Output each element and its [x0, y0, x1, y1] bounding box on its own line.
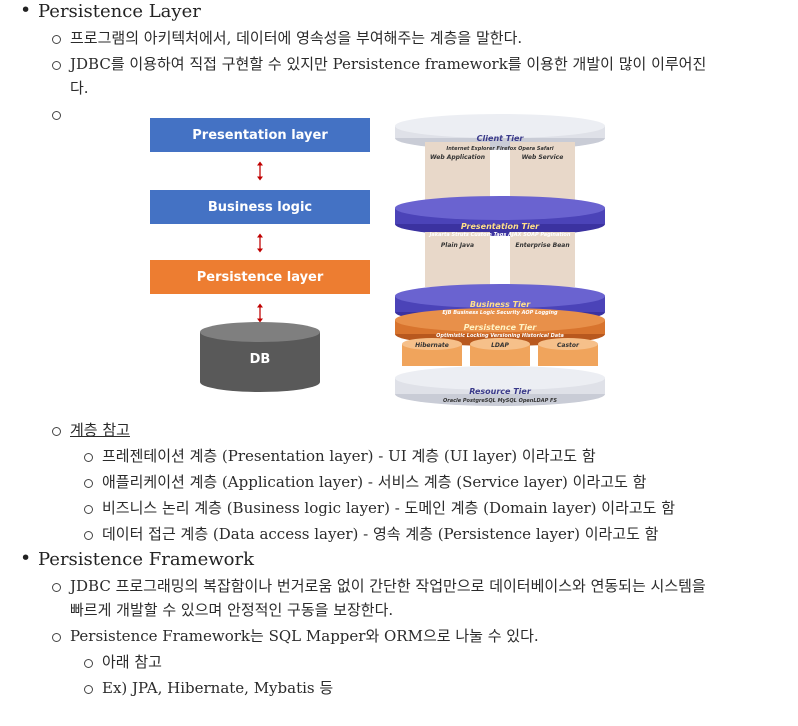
ref-list: 프레젠테이션 계층 (Presentation layer) - UI 계층 (…: [70, 444, 798, 546]
section-persistence-framework: Persistence Framework JDBC 프로그래밍의 복잡함이나 …: [18, 547, 798, 700]
list-item: 데이터 접근 계층 (Data access layer) - 영속 계층 (P…: [70, 522, 798, 546]
section-title: Persistence Layer: [38, 1, 201, 22]
tier-stack-graphic: [395, 114, 605, 406]
list-item: 아래 참고: [70, 650, 798, 674]
database-cylinder: DB: [200, 322, 320, 392]
persistence-layer-box: Persistence layer: [150, 260, 370, 294]
business-logic-box: Business logic: [150, 190, 370, 224]
sub-list: 프로그램의 아키텍처에서, 데이터에 영속성을 부여해주는 계층을 말한다. J…: [38, 26, 798, 546]
double-arrow-icon: [257, 233, 263, 253]
list-item: 프로그램의 아키텍처에서, 데이터에 영속성을 부여해주는 계층을 말한다.: [38, 26, 798, 50]
sub-sub-list: 아래 참고 Ex) JPA, Hibernate, Mybatis 등: [70, 650, 798, 700]
list-item: Ex) JPA, Hibernate, Mybatis 등: [70, 676, 798, 700]
double-arrow-icon: [257, 161, 263, 181]
ref-link[interactable]: 계층 참고: [70, 421, 130, 439]
section-title: Persistence Framework: [38, 549, 255, 570]
list-item: 프레젠테이션 계층 (Presentation layer) - UI 계층 (…: [70, 444, 798, 468]
sub-list: JDBC 프로그래밍의 복잡함이나 번거로움 없이 간단한 작업만으로 데이터베…: [38, 574, 798, 700]
double-arrow-icon: [257, 303, 263, 323]
tier-stack-image: Client Tier Internet Explorer Firefox Op…: [390, 112, 610, 412]
list-item: 비즈니스 논리 계층 (Business logic layer) - 도메인 …: [70, 496, 798, 520]
list-item-diagram: Presentation layer Business logic Persis…: [38, 102, 798, 412]
section-persistence-layer: Persistence Layer 프로그램의 아키텍처에서, 데이터에 영속성…: [18, 0, 798, 546]
list-item: JDBC를 이용하여 직접 구현할 수 있지만 Persistence fram…: [38, 52, 798, 100]
list-item: 계층 참고 프레젠테이션 계층 (Presentation layer) - U…: [38, 418, 798, 546]
list-item: Persistence Framework는 SQL Mapper와 ORM으로…: [38, 624, 798, 700]
list-item: JDBC 프로그래밍의 복잡함이나 번거로움 없이 간단한 작업만으로 데이터베…: [38, 574, 798, 622]
database-icon: [200, 322, 320, 392]
architecture-diagram: Presentation layer Business logic Persis…: [70, 112, 720, 412]
top-list: Persistence Layer 프로그램의 아키텍처에서, 데이터에 영속성…: [18, 0, 798, 700]
presentation-layer-box: Presentation layer: [150, 118, 370, 152]
list-item: 애플리케이션 계층 (Application layer) - 서비스 계층 (…: [70, 470, 798, 494]
